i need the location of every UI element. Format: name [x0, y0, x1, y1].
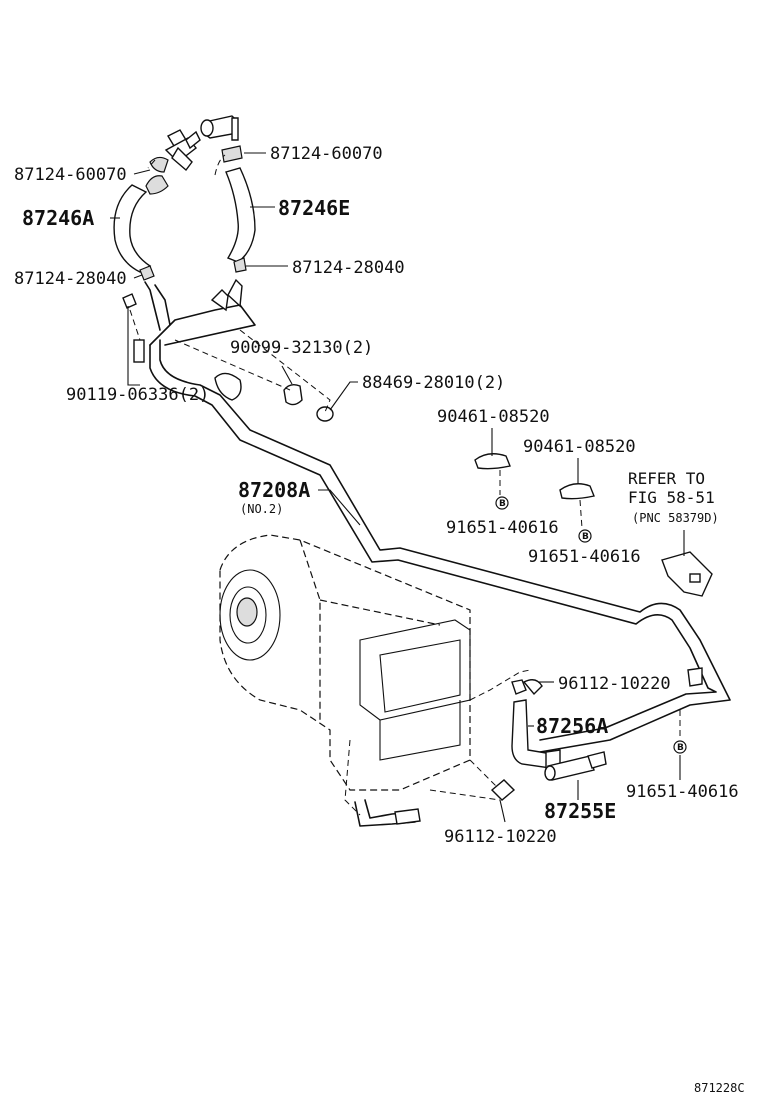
label-87256a: 87256A [536, 714, 608, 738]
label-87208a: 87208A [238, 478, 310, 502]
label-87124-60070-left: 87124-60070 [14, 165, 127, 185]
label-87124-28040-right: 87124-28040 [292, 258, 405, 278]
clamp-87124-28040 [139, 257, 247, 281]
small-parts [122, 293, 713, 801]
label-90099-32130: 90099-32130(2) [230, 338, 373, 358]
hose-87255e [544, 751, 607, 781]
svg-text:B: B [499, 499, 506, 509]
svg-text:B: B [677, 743, 684, 753]
label-90119-06336: 90119-06336(2) [66, 385, 209, 405]
label-91651-40616-c: 91651-40616 [626, 782, 739, 802]
bolt-marker-2: B [578, 499, 592, 543]
label-87246e: 87246E [278, 196, 350, 220]
label-96112-10220-bottom: 96112-10220 [444, 827, 557, 847]
leader-lines [110, 152, 685, 823]
label-87255e: 87255E [544, 799, 616, 823]
label-91651-40616-b: 91651-40616 [528, 547, 641, 567]
label-91651-40616-a: 91651-40616 [446, 518, 559, 538]
label-90461-08520-a: 90461-08520 [437, 407, 550, 427]
dashed-guides [129, 154, 331, 413]
refer-line-3: (PNC 58379D) [632, 511, 719, 525]
heater-unit [219, 534, 531, 816]
label-87208a-sub: (NO.2) [240, 502, 283, 516]
refer-line-2: FIG 58-51 [628, 488, 715, 507]
label-87246a: 87246A [22, 206, 94, 230]
part-labels: 87124-60070 87124-60070 87246A 87246E 87… [14, 144, 745, 1095]
label-90461-08520-b: 90461-08520 [523, 437, 636, 457]
figure-id: 871228C [694, 1081, 745, 1095]
bolt-markers: B B B [495, 470, 687, 754]
label-87124-60070-right: 87124-60070 [270, 144, 383, 164]
hose-87246a [113, 175, 169, 273]
bolt-marker-1: B [495, 470, 509, 510]
hose-87246e [221, 145, 256, 263]
fittings-top [149, 115, 239, 173]
label-87124-28040-left: 87124-28040 [14, 269, 127, 289]
label-96112-10220-top: 96112-10220 [558, 674, 671, 694]
pipe-87208a [144, 278, 731, 827]
refer-line-1: REFER TO [628, 469, 705, 488]
bolt-marker-3: B [673, 710, 687, 754]
svg-text:B: B [582, 532, 589, 542]
label-88469-28010: 88469-28010(2) [362, 373, 505, 393]
